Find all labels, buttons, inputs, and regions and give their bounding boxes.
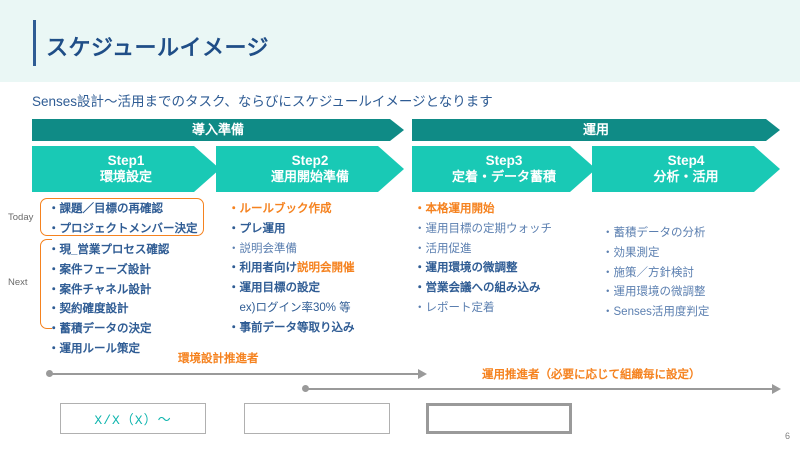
list-item: ・活用促進 (414, 242, 472, 255)
date-box-step2[interactable] (244, 403, 390, 434)
step-number: Step4 (667, 153, 705, 169)
list-item: ・Senses活用度判定 (602, 306, 710, 319)
list-item: ・効果測定 (602, 246, 660, 259)
step-chevron-2[interactable]: Step2 運用開始準備 (216, 146, 404, 192)
timeline-arrowhead (418, 368, 427, 379)
timeline-label-operation: 運用推進者（必要に応じて組織毎に設定） (482, 369, 701, 381)
step-chevron-4[interactable]: Step4 分析・活用 (592, 146, 780, 192)
next-bracket (40, 239, 52, 329)
timeline-arrowhead-2 (772, 383, 781, 394)
phase-banner-introduction: 導入準備 (32, 119, 404, 141)
step-name: 運用開始準備 (270, 169, 349, 185)
step1-next-column: ・現_営業プロセス確認 ・案件フェーズ設計 ・案件チャネル設計 ・契約確度設計 … (48, 241, 169, 360)
page-title: スケジュールイメージ (46, 35, 270, 60)
date-box-value: X/X（X）〜 (94, 413, 172, 428)
step-number: Step3 (485, 153, 523, 169)
phase-label: 運用 (582, 122, 609, 138)
list-item-example: ex)ログイン率30% 等 (228, 301, 351, 314)
step3-detail-column: ・本格運用開始 ・運用目標の定期ウォッチ ・活用促進 ・運用環境の微調整 ・営業… (414, 200, 552, 319)
list-item-user-briefing: ・利用者向け説明会開催 (228, 259, 355, 279)
list-item: ・プレ運用 (228, 222, 286, 235)
step-chevron-1[interactable]: Step1 環境設定 (32, 146, 220, 192)
list-item: ・レポート定着 (414, 301, 495, 314)
list-item: ・蓄積データの決定 (48, 323, 152, 336)
step-name: 分析・活用 (653, 169, 719, 185)
lead-text: Senses設計〜活用までのタスク、ならびにスケジュールイメージとなります (32, 94, 493, 109)
timeline-line-operation (306, 387, 772, 390)
list-item: ・契約確度設計 (48, 303, 129, 316)
step2-detail-column: ・ルールブック作成 ・プレ運用 ・説明会準備 ・利用者向け説明会開催 ・運用目標… (228, 200, 355, 338)
list-item: ・運用目標の定期ウォッチ (414, 222, 552, 235)
list-item: ・プロジェクトメンバー決定 (48, 222, 198, 235)
list-item: ・事前データ等取り込み (228, 321, 355, 334)
list-item: ・本格運用開始 (414, 203, 495, 215)
list-item-prefix: ・利用者向け (228, 262, 297, 275)
step-number: Step2 (291, 153, 329, 169)
list-item: ・課題／目標の再確認 (48, 203, 163, 215)
list-item: ・施策／方針検討 (602, 266, 694, 279)
list-item: ・運用環境の微調整 (414, 262, 518, 275)
side-label-next: Next (8, 277, 28, 288)
page-number: 6 (784, 431, 790, 441)
list-item: ・案件フェーズ設計 (48, 263, 151, 276)
timeline-start-dot-2 (302, 385, 309, 392)
timeline-line-environment (50, 372, 418, 375)
timeline-label-environment: 環境設計推進者 (178, 353, 259, 365)
step-name: 環境設定 (99, 169, 152, 185)
title-accent-bar (33, 20, 36, 66)
list-item: ・運用環境の微調整 (602, 286, 706, 299)
list-item: ・現_営業プロセス確認 (48, 244, 170, 256)
list-item: ・ルールブック作成 (228, 203, 332, 215)
list-item: ・運用ルール策定 (48, 342, 140, 355)
step4-detail-column: ・蓄積データの分析 ・効果測定 ・施策／方針検討 ・運用環境の微調整 ・Sens… (602, 224, 709, 323)
list-item: ・運用目標の設定 (228, 282, 320, 295)
phase-banner-operation: 運用 (412, 119, 780, 141)
step-name: 定着・データ蓄積 (451, 169, 556, 185)
phase-label: 導入準備 (191, 122, 244, 138)
list-item: ・蓄積データの分析 (602, 227, 706, 239)
step-chevron-3[interactable]: Step3 定着・データ蓄積 (412, 146, 596, 192)
step-number: Step1 (107, 153, 145, 169)
date-box-step1[interactable]: X/X（X）〜 (60, 403, 206, 434)
date-box-step3[interactable] (426, 403, 572, 434)
step1-detail-column: ・課題／目標の再確認 ・プロジェクトメンバー決定 (48, 200, 198, 240)
side-label-today: Today (8, 212, 34, 223)
timeline-start-dot (46, 370, 53, 377)
list-item: ・説明会準備 (228, 242, 297, 255)
list-item: ・営業会議への組み込み (414, 282, 541, 295)
list-item: ・案件チャネル設計 (48, 283, 152, 296)
list-item-highlight: 説明会開催 (297, 262, 355, 275)
header-band (0, 0, 800, 82)
today-highlight-box (40, 198, 204, 236)
